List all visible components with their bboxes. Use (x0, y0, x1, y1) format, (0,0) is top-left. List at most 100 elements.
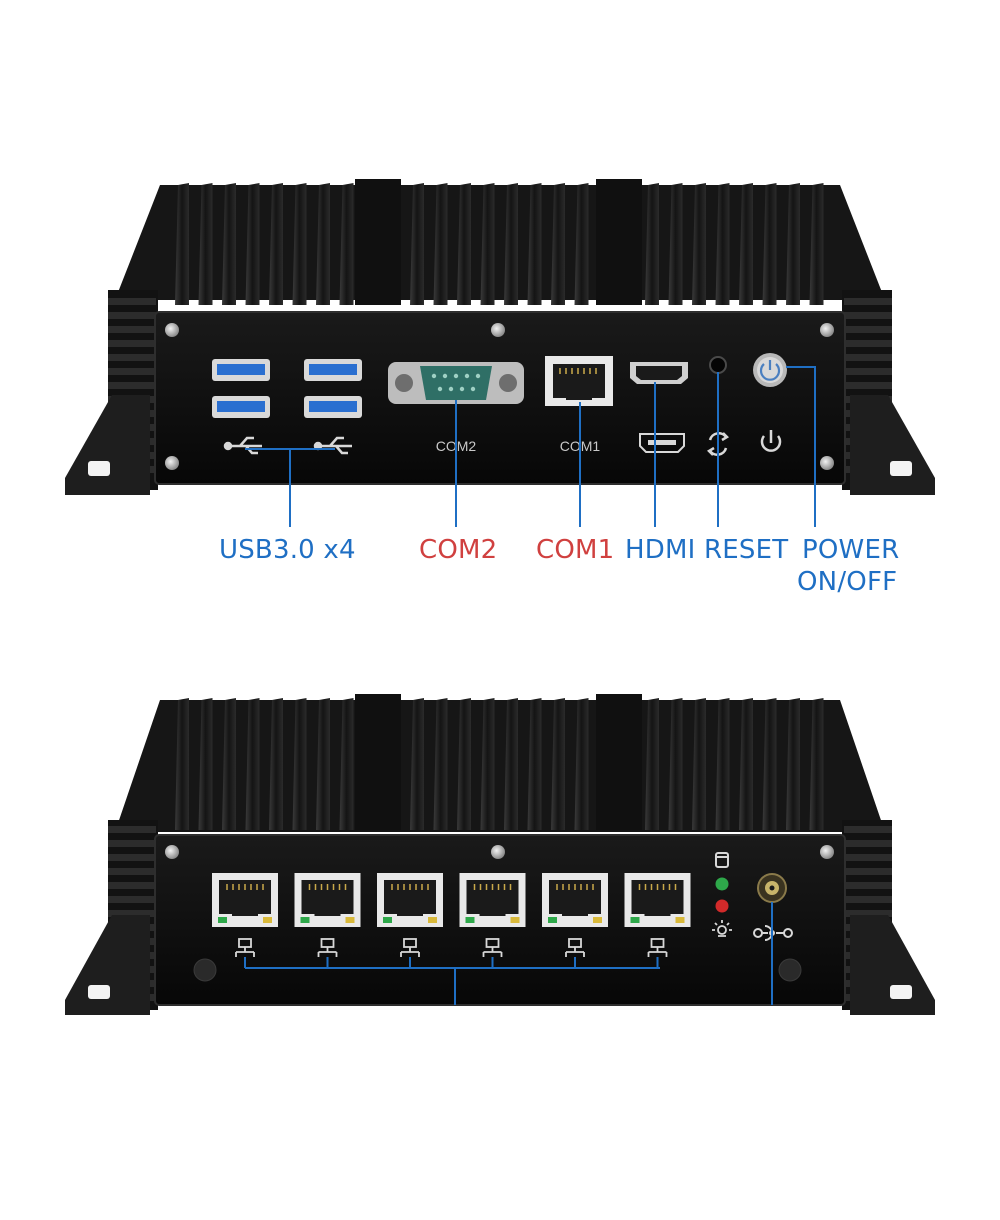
db9-com2-port (388, 362, 524, 404)
usb-icon (313, 436, 352, 455)
screw (820, 456, 834, 470)
com2-callout-label: COM2 (419, 535, 498, 565)
heatsink-fin (668, 698, 683, 830)
lan-icon (565, 938, 585, 957)
lan-port (212, 873, 278, 927)
heatsink-fin (175, 183, 189, 305)
lan-icon (235, 938, 255, 957)
side-fin (108, 368, 156, 375)
heatsink-fin (692, 183, 706, 305)
heatsink-fin (739, 698, 753, 830)
lan-port (377, 873, 443, 927)
rj45-com1-port (545, 356, 613, 406)
heatsink-fin (739, 183, 753, 305)
reset-callout-label: RESET (704, 535, 789, 565)
screw (491, 845, 505, 859)
front-callout-lines (245, 366, 816, 527)
usb-port (212, 396, 270, 418)
screw (820, 323, 834, 337)
screw (820, 845, 834, 859)
rear-left-slot (88, 985, 110, 999)
lan-ports (212, 873, 691, 968)
side-fin (844, 882, 892, 889)
lan-icon (400, 938, 420, 957)
heatsink-fin (645, 183, 659, 305)
heatsink-fin (809, 183, 824, 305)
heatsink-fin (292, 183, 307, 305)
power-callout-line (786, 366, 816, 527)
storage-icon (715, 852, 729, 868)
side-fin (844, 326, 892, 333)
hdmi-callout-label: HDMI (625, 535, 696, 565)
heatsink-fin (198, 183, 213, 305)
reset-button (709, 356, 727, 374)
heatsink-fin (692, 698, 706, 830)
heatsink-fin (786, 183, 800, 305)
rear-foot-pad (193, 958, 217, 982)
heatsink-fin (410, 183, 424, 305)
usb-icon (223, 436, 262, 455)
dc-power-jack (757, 873, 787, 903)
heatsink-fin (715, 698, 730, 830)
screw (165, 323, 179, 337)
front-right-slot (890, 461, 912, 476)
side-fin (844, 840, 892, 847)
heatsink-fin (245, 183, 260, 305)
heatsink-fin (457, 183, 471, 305)
heatsink-block (596, 694, 642, 830)
heatsink-fin (198, 698, 213, 830)
status-led-green (715, 877, 729, 891)
power-callout-label: POWER (802, 535, 900, 565)
heatsink-fin (574, 183, 589, 305)
heatsink-fin (551, 183, 565, 305)
side-fin (844, 368, 892, 375)
side-fin (108, 868, 156, 875)
rear-fins (175, 694, 824, 830)
lan-icon (647, 938, 668, 957)
front-left-foot (65, 395, 150, 495)
rear-foot-pad (778, 958, 802, 982)
hdmi-icon (639, 433, 685, 453)
rear-unit (65, 694, 935, 1015)
front-unit: COM2 COM1 (65, 179, 935, 527)
heatsink-fin (480, 698, 495, 830)
heatsink-block (355, 694, 401, 830)
side-fin (108, 854, 156, 861)
heatsink-block (355, 179, 401, 305)
lan-port (294, 873, 361, 927)
side-fin (108, 298, 156, 305)
usb-callout-line (245, 448, 335, 527)
heatsink-fin (339, 183, 354, 305)
heatsink-fin (269, 698, 283, 830)
lan-port (624, 873, 691, 927)
screw (165, 845, 179, 859)
side-fin (108, 896, 156, 903)
heatsink-fin (527, 698, 542, 830)
side-fin (844, 826, 892, 833)
rear-callout-lines (245, 902, 773, 1005)
usb-port (304, 396, 362, 418)
heatsink-fin (269, 183, 283, 305)
rear-heatsink (115, 700, 885, 832)
heatsink-fin (339, 698, 354, 830)
heatsink-fin (316, 183, 330, 305)
heatsink-fin (480, 183, 495, 305)
status-led-red (715, 899, 729, 913)
front-heatsink (115, 185, 885, 300)
side-fin (844, 868, 892, 875)
heatsink-fin (504, 183, 518, 305)
heatsink-fin (433, 183, 448, 305)
heatsink-fin (527, 183, 542, 305)
side-fin (844, 354, 892, 361)
side-fin (108, 382, 156, 389)
side-fin (108, 354, 156, 361)
usb-ports (212, 359, 362, 418)
rear-right-foot (850, 915, 935, 1015)
usb-port (304, 359, 362, 381)
side-fin (844, 382, 892, 389)
heatsink-fin (222, 698, 236, 830)
usb-callout-label: USB3.0 x4 (219, 535, 356, 565)
heatsink-fin (668, 183, 683, 305)
side-fin (108, 312, 156, 319)
